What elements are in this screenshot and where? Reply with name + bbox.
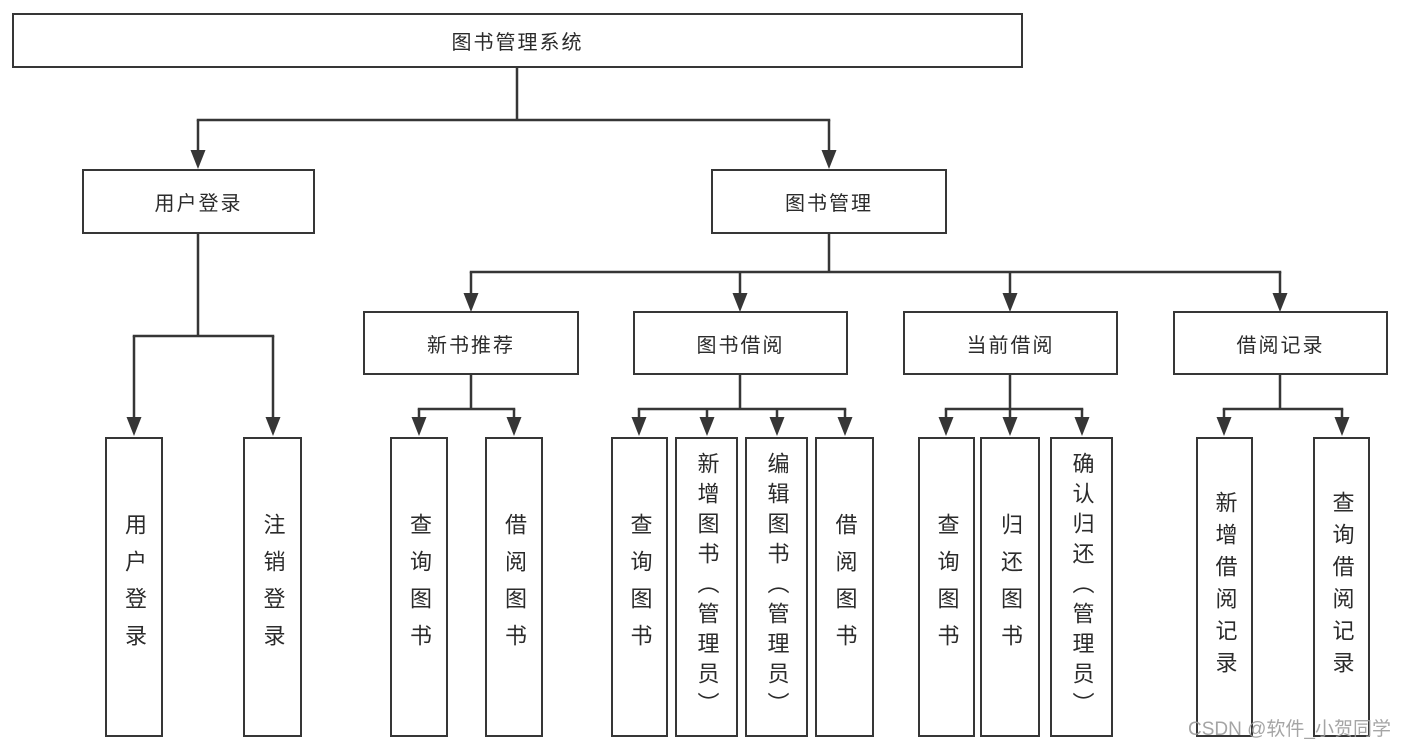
leaf-label: 借阅图书 — [502, 513, 527, 661]
node-label: 借阅记录 — [1236, 334, 1325, 357]
node-label: 图书管理 — [785, 193, 873, 215]
leaf-label: 新增借阅记录 — [1212, 491, 1238, 683]
csdn-watermark: CSDN @软件_小贺同学 — [1188, 719, 1391, 740]
leaf-label: 确认归还（管理员） — [1069, 452, 1095, 722]
node-new-book-recommend: 新书推荐 — [363, 311, 579, 375]
leaf-user-login: 用户登录 — [105, 437, 163, 737]
node-label: 图书管理系统 — [451, 32, 584, 54]
leaf-label: 查询图书 — [934, 513, 960, 661]
node-label: 新书推荐 — [427, 334, 515, 357]
leaf-label: 归还图书 — [998, 513, 1023, 661]
leaf-add-book-admin: 新增图书（管理员） — [675, 437, 738, 737]
leaf-label: 查询借阅记录 — [1329, 491, 1355, 683]
leaf-borrow-book-recommend: 借阅图书 — [485, 437, 543, 737]
node-label: 图书借阅 — [696, 334, 785, 357]
leaf-edit-book-admin: 编辑图书（管理员） — [745, 437, 808, 737]
node-book-borrowing: 图书借阅 — [633, 311, 848, 375]
leaf-borrow-book: 借阅图书 — [815, 437, 874, 737]
leaf-label: 新增图书（管理员） — [694, 452, 720, 722]
leaf-label: 用户登录 — [122, 513, 147, 661]
leaf-label: 编辑图书（管理员） — [764, 452, 790, 722]
leaf-return-book: 归还图书 — [980, 437, 1040, 737]
leaf-label: 查询图书 — [627, 513, 653, 661]
node-current-borrowing: 当前借阅 — [903, 311, 1118, 375]
leaf-logout: 注销登录 — [243, 437, 302, 737]
node-user-login: 用户登录 — [82, 169, 315, 234]
node-book-management: 图书管理 — [711, 169, 947, 234]
leaf-add-borrow-record: 新增借阅记录 — [1196, 437, 1253, 737]
leaf-label: 借阅图书 — [832, 513, 858, 661]
leaf-label: 注销登录 — [260, 513, 286, 661]
leaf-query-book-borrowing: 查询图书 — [611, 437, 668, 737]
leaf-label: 查询图书 — [407, 513, 432, 661]
node-borrowing-records: 借阅记录 — [1173, 311, 1388, 375]
node-label: 用户登录 — [154, 193, 243, 215]
node-label: 当前借阅 — [966, 334, 1055, 357]
leaf-confirm-return-admin: 确认归还（管理员） — [1050, 437, 1113, 737]
leaf-query-borrow-record: 查询借阅记录 — [1313, 437, 1370, 737]
node-library-management-system: 图书管理系统 — [12, 13, 1023, 68]
leaf-query-book-recommend: 查询图书 — [390, 437, 448, 737]
leaf-query-book-current: 查询图书 — [918, 437, 975, 737]
